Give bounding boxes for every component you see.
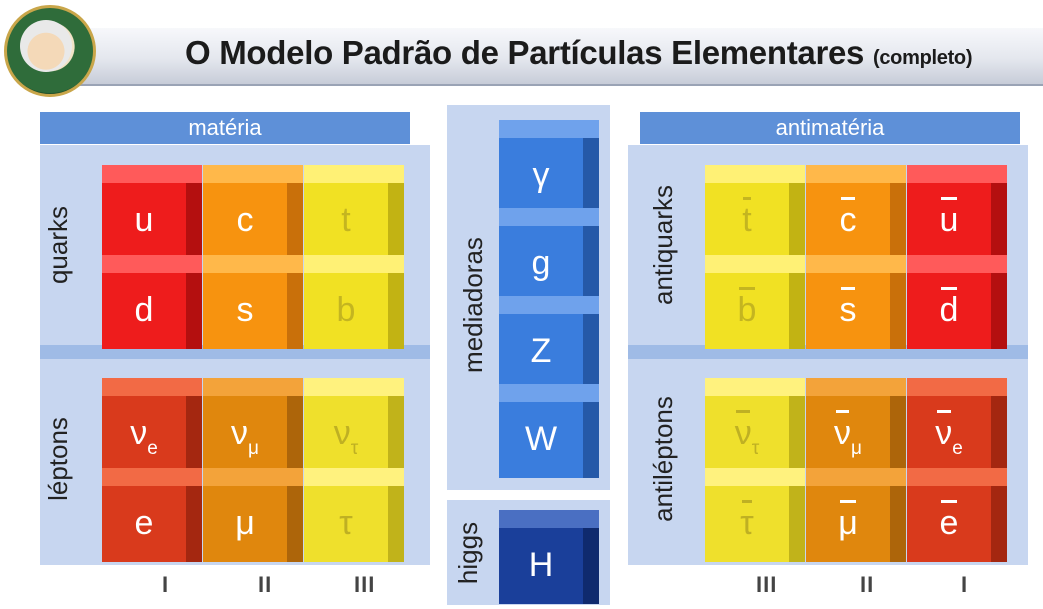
antilepton-e: e: [907, 468, 1007, 562]
antiquark-u: u: [907, 165, 1007, 259]
antimatter-label: antimatéria: [640, 112, 1020, 144]
antiquark-s: s: [806, 255, 906, 349]
antilepton-nu-mu: νμ: [806, 378, 906, 472]
anti-generation-label-1: I: [961, 572, 969, 597]
boson-higgs: H: [499, 510, 599, 604]
boson-w: W: [499, 384, 599, 478]
antilepton-nu-tau: ντ: [705, 378, 805, 472]
boson-z: Z: [499, 296, 599, 390]
antiquarks-label: antiquarks: [648, 185, 678, 305]
title-subtitle: (completo): [872, 47, 973, 69]
antileptons-label: antiléptons: [648, 396, 678, 522]
leptons-label: léptons: [43, 417, 73, 501]
generation-label-1: I: [162, 572, 170, 597]
quark-b: b: [304, 255, 404, 349]
quark-t: t: [304, 165, 404, 259]
quark-u: u: [102, 165, 202, 259]
lepton-nu-e: νe: [102, 378, 202, 472]
antiquark-c: c: [806, 165, 906, 259]
antilepton-nu-e: νe: [907, 378, 1007, 472]
quark-c: c: [203, 165, 303, 259]
antiquark-d: d: [907, 255, 1007, 349]
portrait-icon: [20, 20, 72, 72]
lepton-e: e: [102, 468, 202, 562]
generation-label-3: III: [354, 572, 376, 597]
higgs-label: higgs: [453, 521, 483, 585]
lepton-mu: μ: [203, 468, 303, 562]
title-bar: [40, 28, 1043, 86]
anti-generation-label-3: III: [756, 572, 778, 597]
anti-generation-label-2: II: [860, 572, 875, 597]
lepton-nu-tau: ντ: [304, 378, 404, 472]
antiquark-b: b: [705, 255, 805, 349]
antilepton-mu: μ: [806, 468, 906, 562]
page-title: O Modelo Padrão de Partículas Elementare…: [185, 34, 973, 72]
antiquark-t: t: [705, 165, 805, 259]
quarks-label: quarks: [43, 205, 73, 285]
quark-d: d: [102, 255, 202, 349]
quark-s: s: [203, 255, 303, 349]
generation-label-2: II: [258, 572, 273, 597]
antilepton-tau: τ: [705, 468, 805, 562]
boson-photon: γ: [499, 120, 599, 214]
boson-gluon: g: [499, 208, 599, 302]
matter-label: matéria: [40, 112, 410, 144]
lepton-nu-mu: νμ: [203, 378, 303, 472]
mediators-label: mediadoras: [458, 237, 488, 373]
lepton-tau: τ: [304, 468, 404, 562]
title-main: O Modelo Padrão de Partículas Elementare…: [185, 34, 865, 71]
